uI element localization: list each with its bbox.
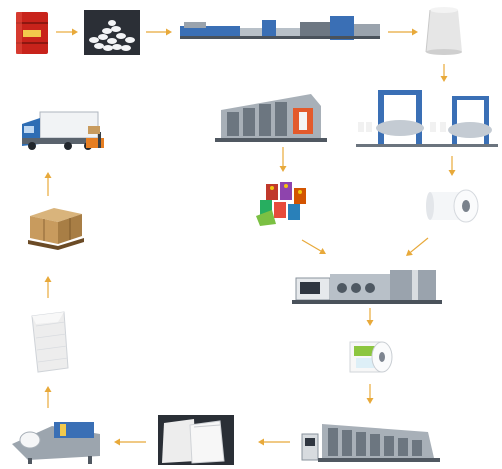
laminator-icon — [292, 270, 442, 304]
flow-arrow — [440, 64, 448, 82]
yarn-icon — [425, 7, 462, 55]
loom-icon — [356, 90, 498, 147]
flow-arrow — [258, 438, 290, 446]
extruder-icon — [180, 16, 380, 40]
flow-arrow — [56, 28, 78, 36]
blank-bags-icon — [158, 415, 234, 465]
flow-arrow — [44, 172, 52, 196]
printed-rolls-icon — [256, 182, 306, 226]
flow-arrow — [388, 28, 418, 36]
flow-arrow — [448, 156, 456, 176]
drum-icon — [16, 12, 48, 54]
fabric-roll-icon — [426, 189, 479, 223]
pallet-icon — [28, 208, 84, 250]
flow-arrow — [406, 237, 429, 256]
flow-arrow — [301, 239, 326, 254]
converter-icon — [12, 422, 100, 464]
granules-icon — [84, 10, 140, 55]
flow-arrow — [279, 147, 287, 172]
flow-arrow — [146, 28, 172, 36]
flow-arrow — [366, 308, 374, 326]
truck-icon — [22, 111, 104, 150]
flow-arrow — [44, 386, 52, 408]
woven-bag-icon — [31, 311, 69, 373]
laminated-roll-icon — [349, 341, 393, 373]
flow-arrow — [366, 384, 374, 404]
printing-press-icon — [301, 424, 440, 462]
printing-press-icon — [215, 94, 327, 142]
flow-arrow — [114, 438, 146, 446]
flow-arrow — [44, 276, 52, 298]
